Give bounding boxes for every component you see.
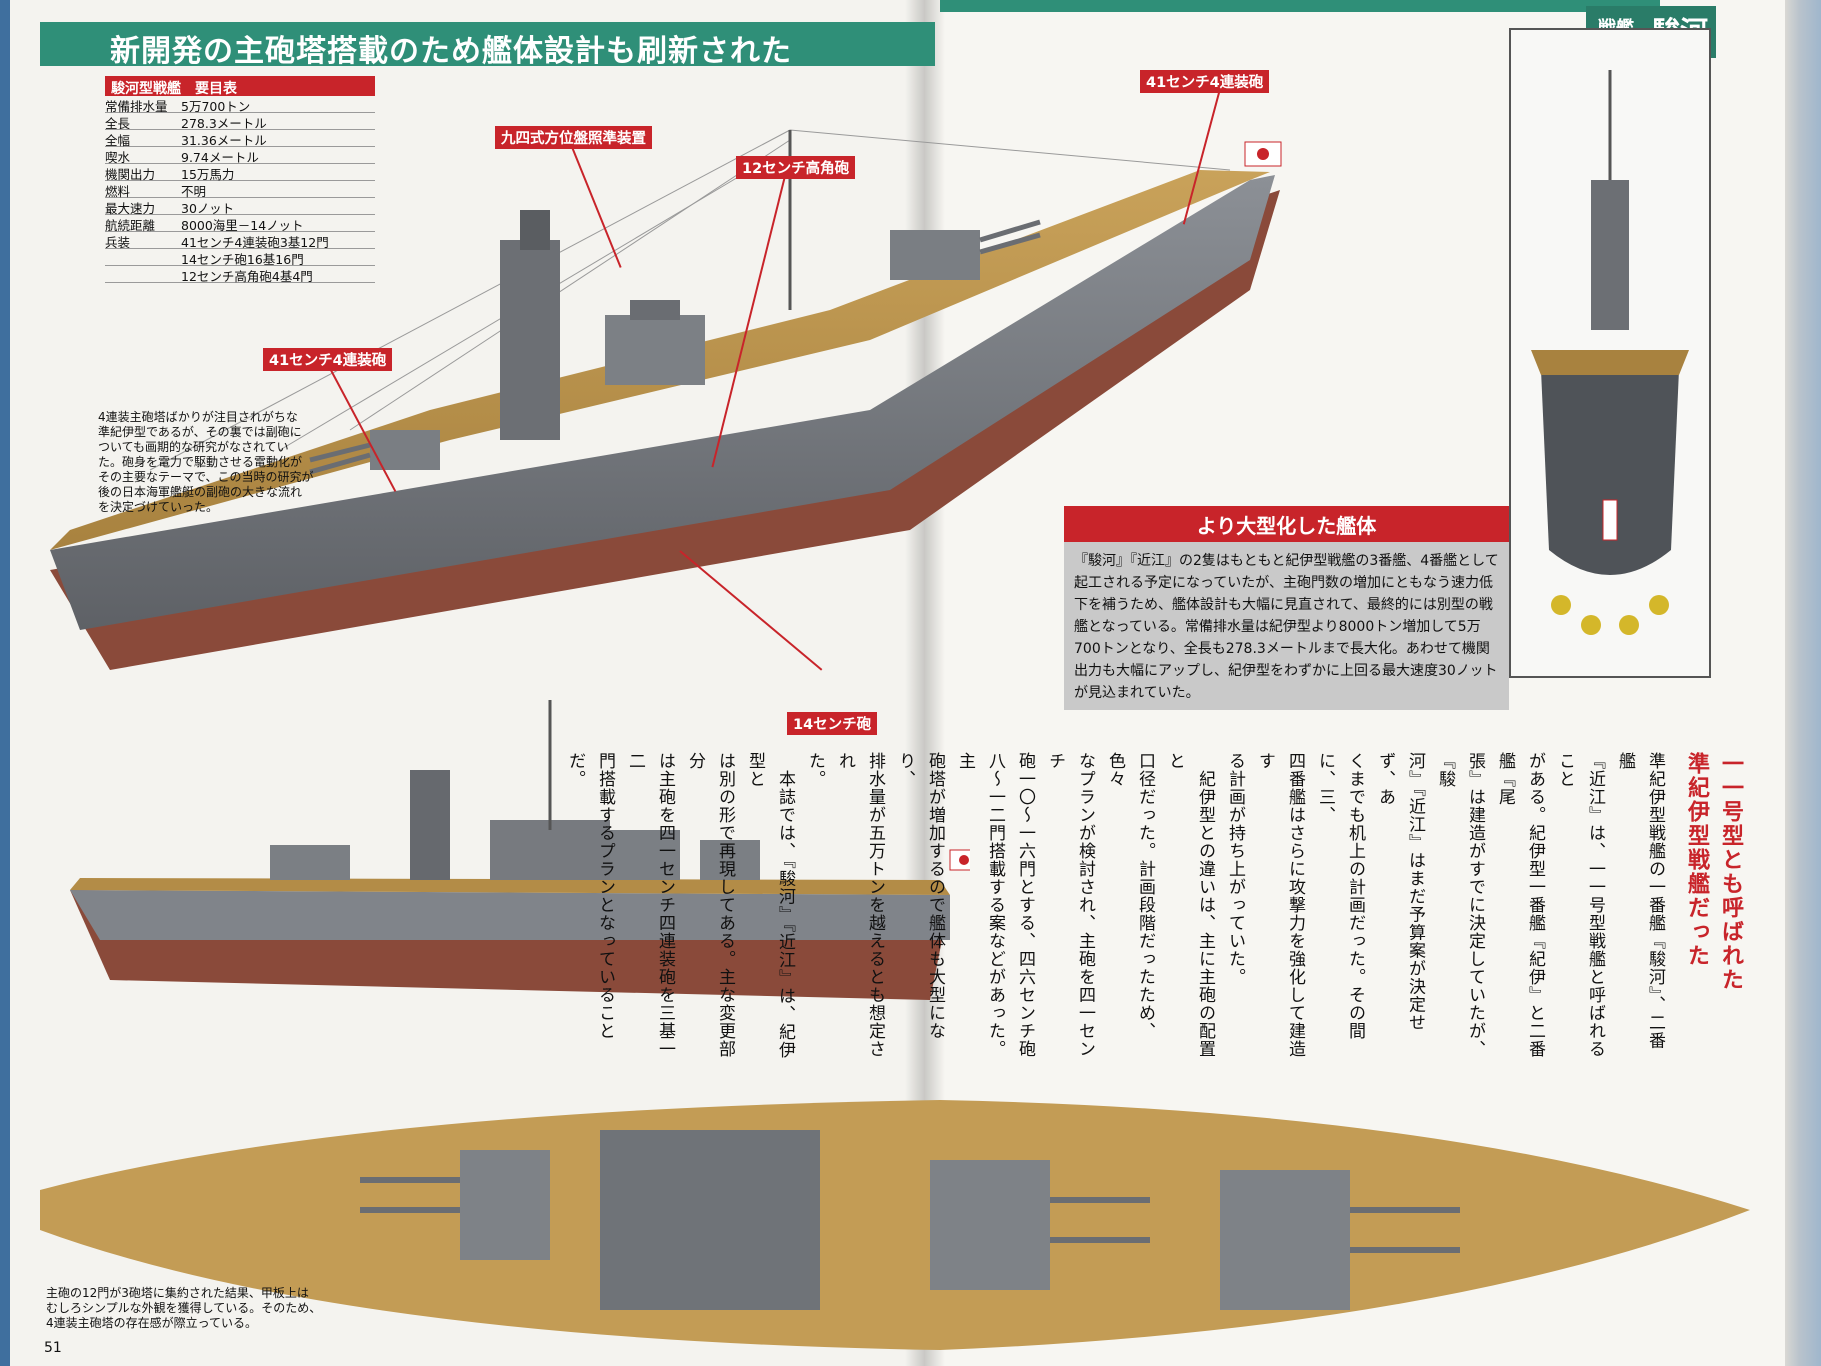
spec-row: 最大速力 30ノット — [105, 198, 375, 216]
spec-row: 常備排水量 5万700トン — [105, 96, 375, 114]
deck-note-line: 4連装主砲塔の存在感が際立っている。 — [46, 1316, 258, 1330]
turret-note: 4連装主砲塔ばかりが注目されがちな準紀伊型であるが、その裏では副砲についても画期… — [98, 410, 338, 515]
spec-row: 喫水 9.74メートル — [105, 147, 375, 165]
spec-key: 燃料 — [105, 184, 131, 199]
deck-note-line: 主砲の12門が3砲塔に集約された結果、甲板上は — [46, 1286, 309, 1300]
spec-value: 8000海里－14ノット — [181, 218, 304, 233]
deck-note: 主砲の12門が3砲塔に集約された結果、甲板上はむしろシンプルな外観を獲得している… — [46, 1286, 366, 1331]
spec-row: 機関出力 15万馬力 — [105, 164, 375, 182]
article-line: は主砲を四一センチ四連装砲を三基一二 — [625, 752, 675, 1058]
article-title-line: 一一号型とも呼ばれた — [1718, 752, 1744, 992]
turret-note-line: 4連装主砲塔ばかりが注目されがちな — [98, 410, 298, 424]
page-title: 新開発の主砲塔搭載のため艦体設計も刷新された — [110, 34, 792, 69]
callout-main-gun-right: 41センチ4連装砲 — [1140, 70, 1270, 93]
spec-row: 兵装 41センチ4連装砲3基12門 — [105, 232, 375, 250]
spec-value: 30ノット — [181, 201, 235, 216]
article-line: 八～一二門搭載する案などがあった。主 — [955, 752, 1005, 1058]
turret-note-line: その主要なテーマで、この当時の研究が — [98, 470, 314, 484]
spec-key: 最大速力 — [105, 201, 156, 216]
spec-value: 12センチ高角砲4基4門 — [181, 269, 313, 284]
ship-perspective-illustration — [50, 129, 1282, 670]
article-title: 一一号型とも呼ばれた準紀伊型戦艦だった — [1680, 752, 1748, 1052]
article-line: 張』は建造がすでに決定していたが、『駿 — [1435, 752, 1485, 1058]
article-line: 砲一〇～一六門とする、四六センチ砲 — [1015, 752, 1035, 1058]
spec-value: 41センチ4連装砲3基12門 — [181, 235, 329, 250]
sidebox-title: より大型化した艦体 — [1064, 506, 1509, 542]
article-body: 準紀伊型戦艦の一番艦『駿河』、二番艦『近江』は、一一号型戦艦と呼ばれることがある… — [565, 752, 1670, 1062]
article-line: 紀伊型との違いは、主に主砲の配置と — [1165, 752, 1215, 1058]
spec-row: 全長 278.3メートル — [105, 113, 375, 131]
callout-director: 九四式方位盤照準装置 — [495, 126, 652, 149]
spec-key: 常備排水量 — [105, 99, 168, 114]
page-number: 51 — [44, 1340, 62, 1356]
spec-key: 兵装 — [105, 235, 131, 250]
callout-aa-gun: 12センチ高角砲 — [736, 156, 856, 179]
article-line: 四番艦はさらに攻撃力を強化して建造す — [1255, 752, 1305, 1058]
article-line: 本誌では、『駿河』『近江』は、紀伊型と — [745, 752, 795, 1059]
article-line: がある。紀伊型一番艦『紀伊』と二番艦『尾 — [1495, 752, 1545, 1058]
spec-key: 航続距離 — [105, 218, 156, 233]
turret-note-line: ついても画期的な研究がなされてい — [98, 440, 289, 454]
spec-row: 航続距離 8000海里－14ノット — [105, 215, 375, 233]
article-line: 排水量が五万トンを越えるとも想定され — [835, 752, 885, 1058]
ship-top-view-illustration — [40, 1100, 1750, 1350]
spec-table: 駿河型戦艦 要目表 常備排水量 5万700トン全長 278.3メートル全幅 31.36… — [105, 76, 375, 284]
article-title-line: 準紀伊型戦艦だった — [1684, 752, 1710, 968]
ship-front-view-frame — [1509, 28, 1711, 678]
turret-note-line: を決定づけていった。 — [98, 500, 219, 514]
spec-value: 5万700トン — [181, 99, 251, 114]
article-line: る計画が持ち上がっていた。 — [1225, 752, 1245, 986]
turret-note-line: 後の日本海軍艦艇の副砲の大きな流れ — [98, 485, 303, 499]
turret-note-line: 準紀伊型であるが、その裏では副砲に — [98, 425, 302, 439]
spec-key: 全長 — [105, 116, 131, 131]
article-line: た。 — [805, 752, 825, 788]
article-line: 『近江』は、一一号型戦艦と呼ばれること — [1555, 752, 1605, 1058]
spec-value: 不明 — [181, 184, 207, 199]
spec-key: 機関出力 — [105, 167, 156, 182]
article-line: 門搭載するプランとなっていることだ。 — [565, 752, 615, 1040]
article-line: は別の形で再現してある。主な変更部分 — [685, 752, 735, 1058]
ship-profile-illustration — [70, 700, 970, 1000]
spec-value: 14センチ砲16基16門 — [181, 252, 304, 267]
spec-row: 12センチ高角砲4基4門 — [105, 266, 375, 284]
spec-row: 燃料 不明 — [105, 181, 375, 199]
right-banner-strip — [940, 0, 1660, 12]
spec-key: 全幅 — [105, 133, 131, 148]
spec-row: 全幅 31.36メートル — [105, 130, 375, 148]
ship-front-view-illustration — [1531, 70, 1689, 635]
page-edge — [1785, 0, 1821, 1366]
callout-secondary-gun: 14センチ砲 — [787, 712, 878, 735]
sidebox-body: 『駿河』『近江』の2隻はもともと紀伊型戦艦の3番艦、4番艦として起工される予定に… — [1064, 542, 1509, 710]
spec-value: 31.36メートル — [181, 133, 267, 148]
article-line: 砲塔が増加するので艦体も大型になり、 — [895, 752, 945, 1040]
spec-key: 喫水 — [105, 150, 131, 165]
spec-value: 15万馬力 — [181, 167, 235, 182]
article-line: 準紀伊型戦艦の一番艦『駿河』、二番艦 — [1615, 752, 1665, 1050]
spec-row: 14センチ砲16基16門 — [105, 249, 375, 267]
deck-note-line: むしろシンプルな外観を獲得している。そのため、 — [46, 1301, 322, 1315]
article-line: 口径だった。計画段階だったため、色々 — [1105, 752, 1155, 1040]
spec-value: 9.74メートル — [181, 150, 259, 165]
callout-main-gun-left: 41センチ4連装砲 — [263, 348, 393, 371]
article-line: くまでも机上の計画だった。その間に、三、 — [1315, 752, 1365, 1040]
article-line: 河』『近江』はまだ予算案が決定せず、あ — [1375, 752, 1425, 1032]
article-line: なプランが検討され、主砲を四一センチ — [1045, 752, 1095, 1058]
title-banner — [40, 22, 935, 66]
turret-note-line: た。砲身を電力で駆動させる電動化が — [98, 455, 303, 469]
spec-value: 278.3メートル — [181, 116, 267, 131]
spec-table-title: 駿河型戦艦 要目表 — [105, 76, 375, 97]
